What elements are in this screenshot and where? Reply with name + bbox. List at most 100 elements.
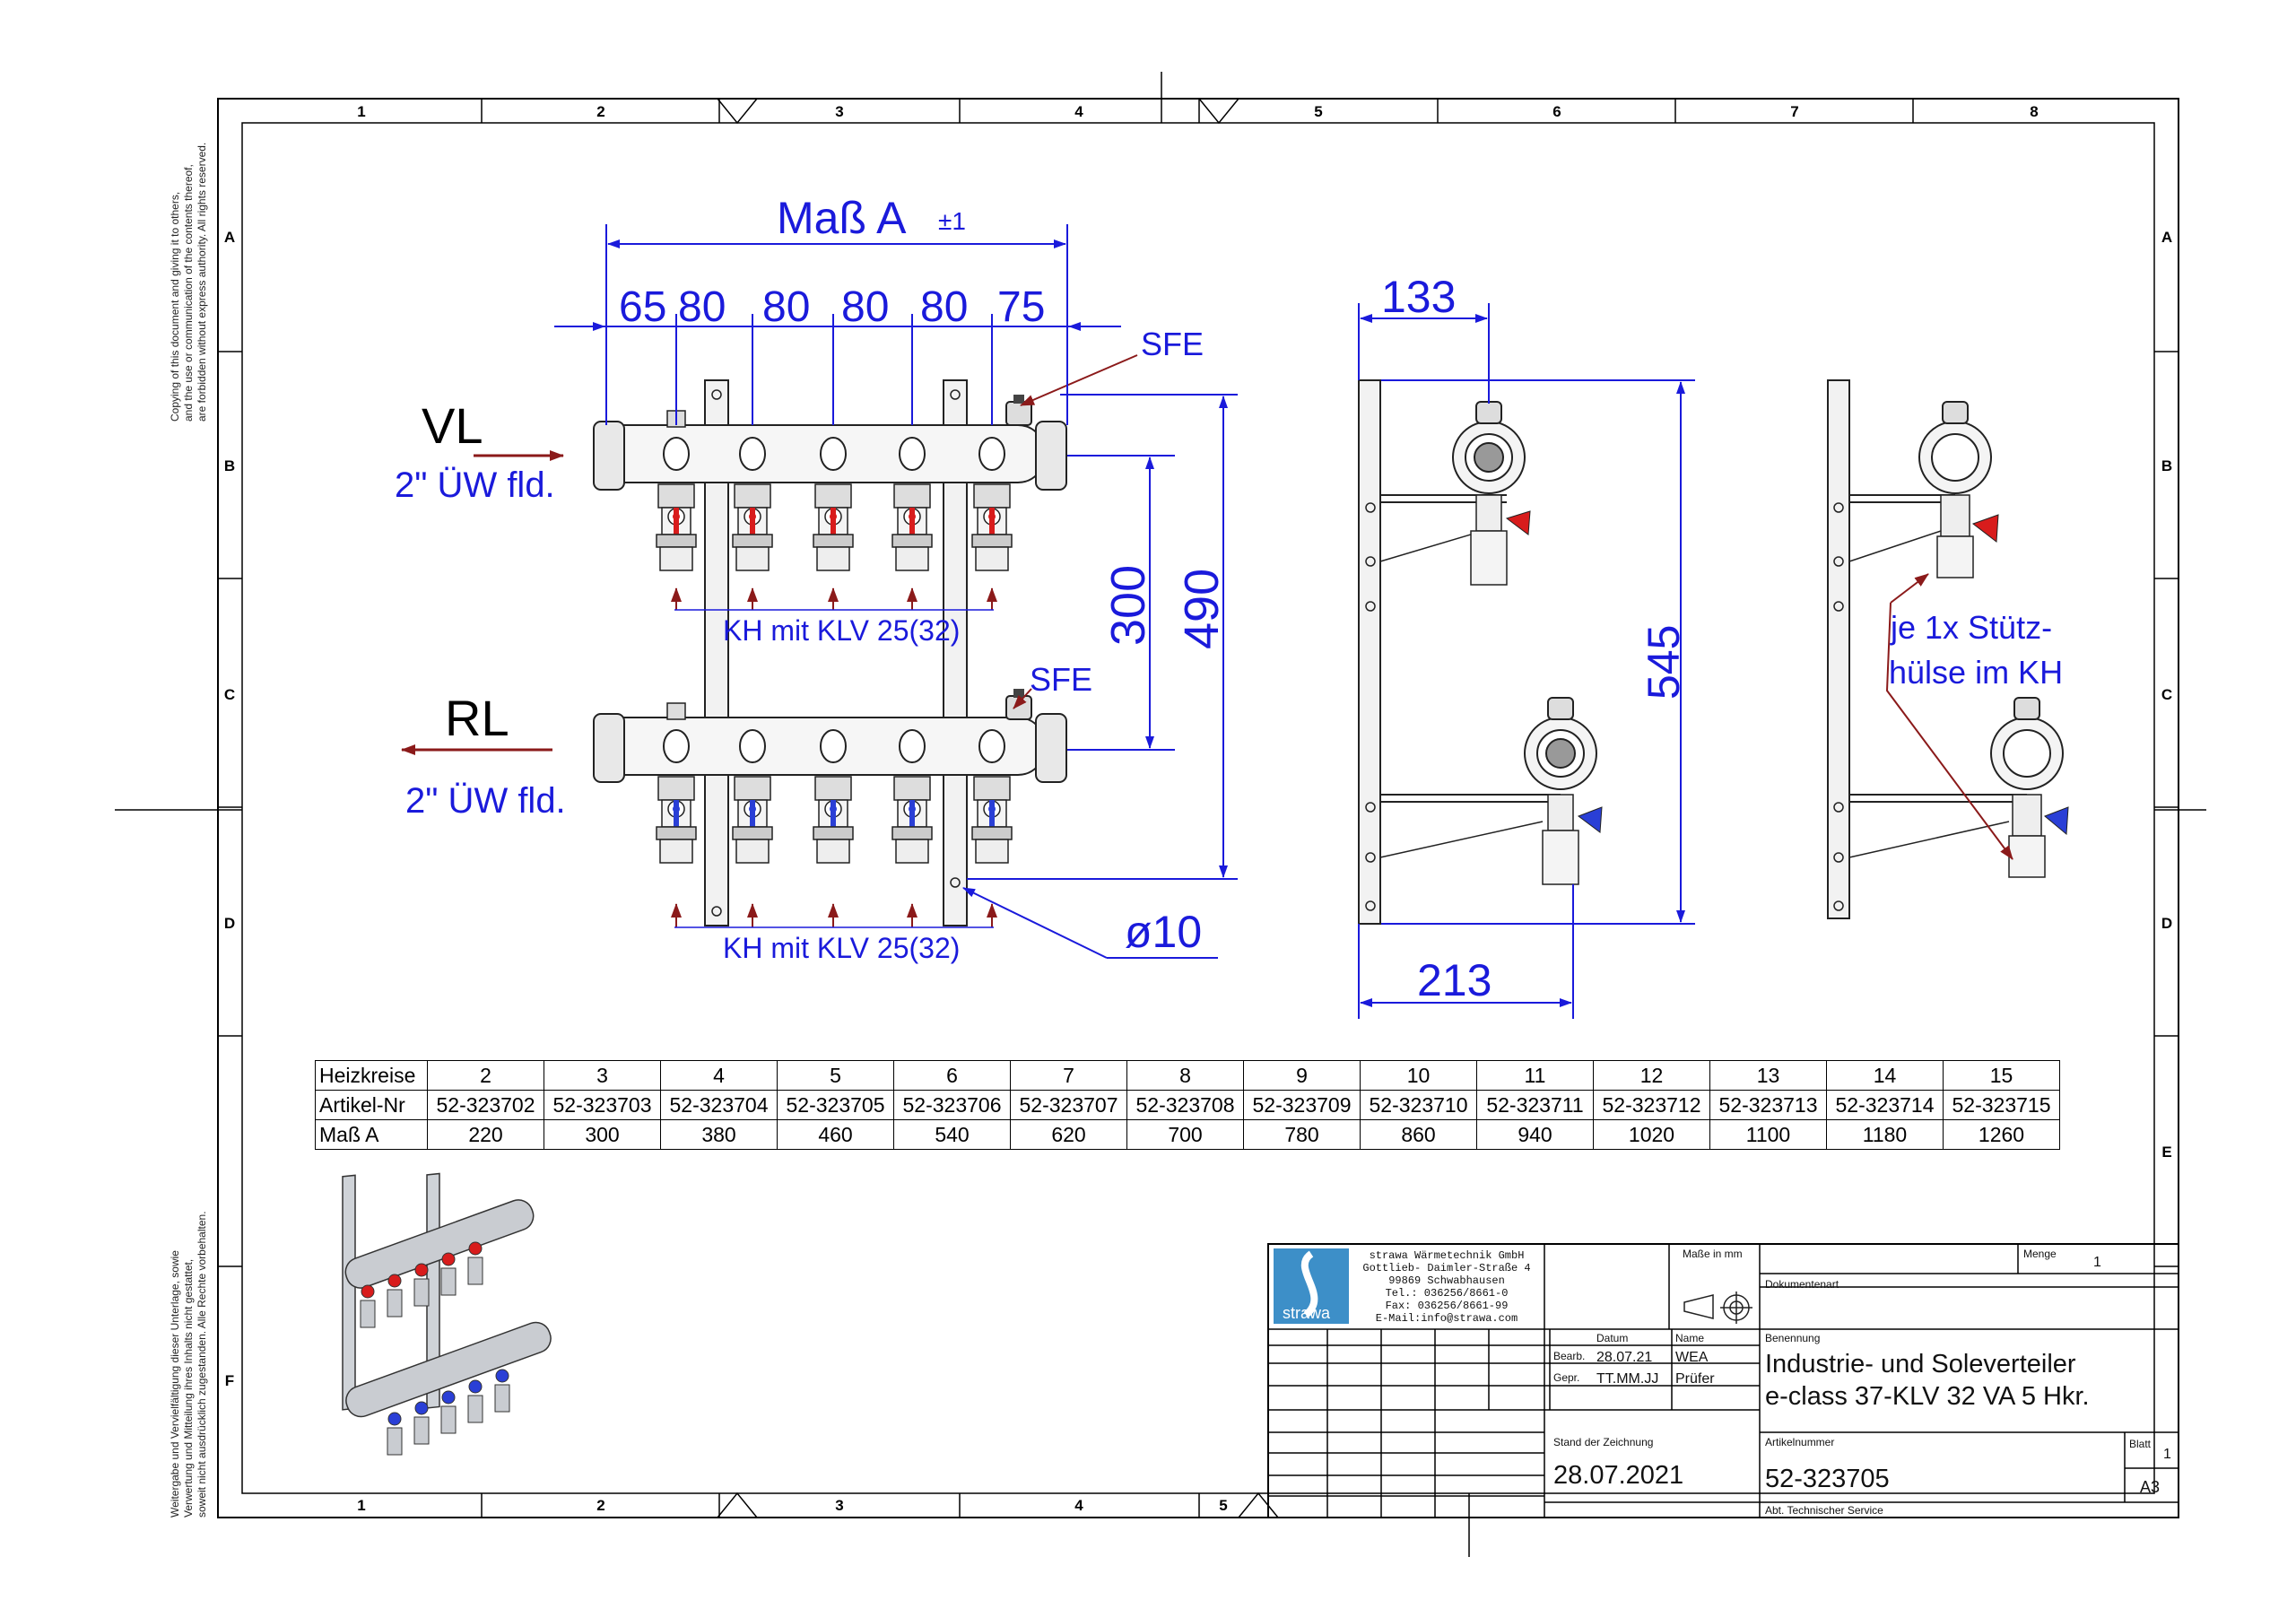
row-label: D xyxy=(2161,915,2172,932)
table-cell: 860 xyxy=(1360,1119,1477,1150)
table-cell: 52-323708 xyxy=(1126,1090,1244,1120)
company-line: Gottlieb- Daimler-Straße 4 xyxy=(1362,1262,1531,1274)
masse-label: Maße in mm xyxy=(1683,1248,1743,1260)
dokumentenart-label: Dokumentenart xyxy=(1765,1278,1839,1291)
col-label: 4 xyxy=(1074,1497,1083,1514)
company-line: strawa Wärmetechnik GmbH xyxy=(1369,1249,1525,1262)
logo-text: strawa xyxy=(1283,1304,1331,1322)
table-cell: 1180 xyxy=(1826,1119,1944,1150)
table-cell: 1260 xyxy=(1943,1119,2060,1150)
col-label: 7 xyxy=(1790,103,1798,120)
stuetzhuelse-note-line1: je 1x Stütz- xyxy=(1890,609,2052,646)
table-cell: 52-323704 xyxy=(660,1090,778,1120)
abt-label: Abt. Technischer Service xyxy=(1765,1504,1883,1517)
table-cell: 10 xyxy=(1360,1060,1477,1091)
table-cell: 700 xyxy=(1126,1119,1244,1150)
table-cell: 5 xyxy=(777,1060,894,1091)
company-line: E-Mail:info@strawa.com xyxy=(1375,1312,1518,1325)
isometric-view xyxy=(342,1172,552,1456)
col-label: 5 xyxy=(1314,103,1322,120)
dim-300-label: 300 xyxy=(1101,565,1155,646)
table-cell: 52-323707 xyxy=(1010,1090,1127,1120)
copyright-notice-en: Copying of this document and giving it t… xyxy=(169,143,209,422)
table-cell: 9 xyxy=(1243,1060,1361,1091)
rl-label: RL xyxy=(445,690,509,746)
sfe-mid-label: SFE xyxy=(1030,661,1092,698)
table-cell: 52-323710 xyxy=(1360,1090,1477,1120)
spacing-label: 80 xyxy=(920,283,968,331)
row-label: C xyxy=(2161,686,2172,703)
spacing-label: 80 xyxy=(678,283,726,331)
front-view: Maß A ±1 65 80 80 80 80 75 SFE SFE KH mi… xyxy=(395,193,1238,964)
table-cell: 52-323712 xyxy=(1593,1090,1710,1120)
table-cell: 300 xyxy=(544,1119,661,1150)
col-label: 2 xyxy=(596,1497,604,1514)
stuetzhuelse-note-line2: hülse im KH xyxy=(1889,654,2063,691)
dim-133-label: 133 xyxy=(1381,272,1456,322)
drawing-frame xyxy=(115,72,2206,1557)
spacing-label: 65 xyxy=(619,283,666,331)
col-label: 1 xyxy=(357,1497,365,1514)
title-block xyxy=(1267,1243,2179,1518)
artikelnummer-label: Artikelnummer xyxy=(1765,1436,1834,1448)
stand-label: Stand der Zeichnung xyxy=(1553,1436,1653,1448)
table-row: Maß A 220 300 380 460 540 620 700 780 86… xyxy=(315,1119,2060,1150)
row-label: D xyxy=(224,915,235,932)
company-line: Tel.: 036256/8661-0 xyxy=(1385,1287,1509,1300)
vl-label: VL xyxy=(422,397,483,454)
table-cell: 52-323706 xyxy=(893,1090,1011,1120)
table-cell: 460 xyxy=(777,1119,894,1150)
table-cell: 8 xyxy=(1126,1060,1244,1091)
table-row: Artikel-Nr 52-323702 52-323703 52-323704… xyxy=(315,1090,2060,1120)
dim-213-label: 213 xyxy=(1417,955,1492,1005)
copyright-line: Verwertung und Mitteilung ihres Inhalts … xyxy=(182,1258,195,1518)
benennung-line2: e-class 37-KLV 32 VA 5 Hkr. xyxy=(1765,1382,2090,1411)
table-cell: 52-323713 xyxy=(1709,1090,1827,1120)
datum-label: Datum xyxy=(1596,1332,1628,1344)
copyright-line: are forbidden without express authority.… xyxy=(196,142,208,422)
format-value: A3 xyxy=(2140,1478,2160,1496)
variants-table: Heizkreise 2 3 4 5 6 7 8 9 10 11 12 13 1… xyxy=(315,1060,2060,1150)
row-label: B xyxy=(2161,457,2172,474)
table-cell: 540 xyxy=(893,1119,1011,1150)
table-cell: 780 xyxy=(1243,1119,1361,1150)
copyright-line: Weitergabe und Vervielfältigung dieser U… xyxy=(169,1250,181,1518)
table-cell: 620 xyxy=(1010,1119,1127,1150)
dim-490-label: 490 xyxy=(1175,569,1229,649)
title-block-text: Maße in mm Menge 1 Dokumentenart Datum N… xyxy=(1553,1248,2171,1517)
company-address: strawa Wärmetechnik GmbH Gottlieb- Daiml… xyxy=(1352,1249,1541,1325)
copyright-notice-de: Weitergabe und Vervielfältigung dieser U… xyxy=(169,1211,209,1518)
row-label: F xyxy=(225,1372,234,1389)
row-header: Maß A xyxy=(315,1119,428,1150)
copyright-line: and the use or communication of the cont… xyxy=(182,164,195,422)
table-cell: 12 xyxy=(1593,1060,1710,1091)
benennung-line1: Industrie- und Soleverteiler xyxy=(1765,1350,2076,1379)
row-label: A xyxy=(224,229,235,246)
stand-value: 28.07.2021 xyxy=(1553,1461,1683,1490)
row-label: C xyxy=(224,686,235,703)
diameter-10-label: ø10 xyxy=(1125,907,1202,957)
col-label: 8 xyxy=(2030,103,2038,120)
col-label: 4 xyxy=(1074,103,1083,120)
menge-label: Menge xyxy=(2023,1248,2057,1260)
table-cell: 3 xyxy=(544,1060,661,1091)
projection-symbol-icon xyxy=(1683,1292,1752,1324)
table-cell: 4 xyxy=(660,1060,778,1091)
table-cell: 6 xyxy=(893,1060,1011,1091)
col-label: 5 xyxy=(1219,1497,1227,1514)
spacing-label: 80 xyxy=(762,283,810,331)
table-cell: 52-323714 xyxy=(1826,1090,1944,1120)
table-cell: 1100 xyxy=(1709,1119,1827,1150)
table-row: Heizkreise 2 3 4 5 6 7 8 9 10 11 12 13 1… xyxy=(315,1060,2060,1091)
row-header: Artikel-Nr xyxy=(315,1090,428,1120)
copyright-line: Copying of this document and giving it t… xyxy=(169,191,181,422)
blatt-label: Blatt xyxy=(2129,1438,2152,1450)
table-cell: 14 xyxy=(1826,1060,1944,1091)
side-view: 133 545 213 xyxy=(1358,272,1695,1019)
copyright-line: soweit nicht ausdrücklich zugestanden. A… xyxy=(196,1211,208,1518)
mass-a-tolerance: ±1 xyxy=(938,207,966,235)
table-cell: 940 xyxy=(1476,1119,1594,1150)
blatt-value: 1 xyxy=(2163,1447,2171,1462)
row-header: Heizkreise xyxy=(315,1060,428,1091)
